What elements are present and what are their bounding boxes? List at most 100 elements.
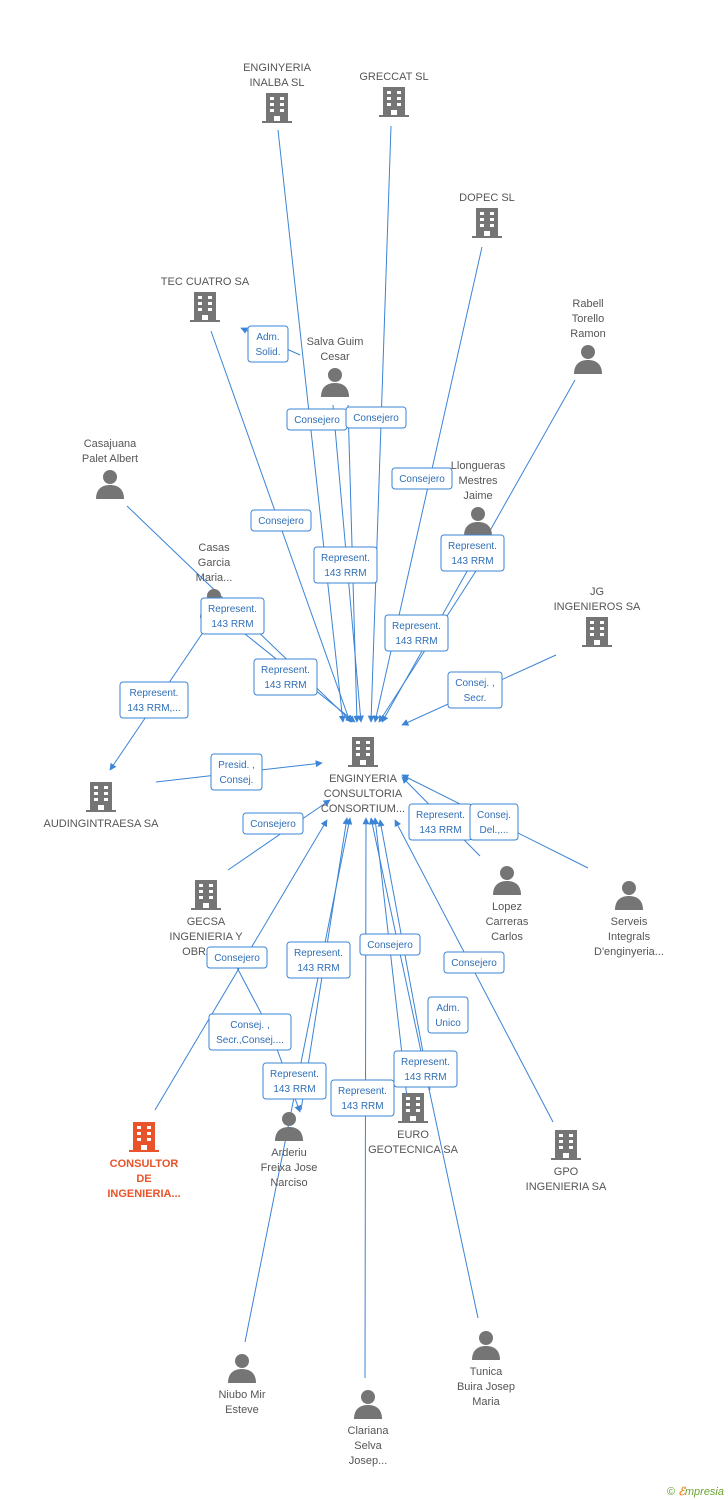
node-label-line: Tunica (470, 1366, 503, 1378)
node-serveis[interactable]: ServeisIntegralsD'enginyeria... (594, 881, 664, 958)
node-label-line: EURO (397, 1129, 429, 1141)
edge-label-box (250, 509, 312, 532)
building-icon (472, 208, 502, 238)
node-euro[interactable]: EURO GEOTECNICA SA (368, 1093, 459, 1156)
edge-label-text: Represent. (261, 665, 310, 676)
edge-label-text: Consej. (477, 810, 511, 821)
edge-label-adm-unico[interactable]: Adm.Unico (427, 996, 469, 1034)
node-label-line: INGENIERIA... (107, 1188, 180, 1200)
edge-label-represent-7[interactable]: Represent. 143 RRM (408, 803, 473, 841)
edge-label-consejero-3[interactable]: Consejero (391, 467, 453, 490)
node-tec-cuatro[interactable]: TEC CUATRO SA (161, 276, 250, 322)
node-label-line: AUDINGINTRAESA SA (44, 818, 160, 830)
edge-label-text: Consej. , (455, 678, 494, 689)
edge-label-text: Represent. (401, 1057, 450, 1068)
edge-label-represent-11[interactable]: Represent.143 RRM (330, 1079, 395, 1117)
edge-label-text: Consejero (353, 413, 399, 424)
node-clariana[interactable]: ClarianaSelvaJosep... (348, 1390, 390, 1467)
edge-label-represent-8[interactable]: Represent.143 RRM (286, 941, 351, 979)
edge-label-consejero-6[interactable]: Consejero (206, 946, 268, 969)
node-label-line: TEC CUATRO SA (161, 276, 250, 288)
node-label-line: Garcia (198, 557, 231, 569)
edge-label-consejero-1[interactable]: Consejero (286, 408, 348, 431)
edge-label-text: Adm. (256, 332, 279, 343)
node-label-line: Casajuana (84, 438, 137, 450)
edge-label-text: Secr. (464, 693, 487, 704)
node-label-line: INGENIEROS SA (554, 601, 641, 613)
edge-label-text: Represent. (208, 604, 257, 615)
node-label-line: Arderiu (271, 1147, 306, 1159)
edge-label-box (359, 933, 421, 956)
node-label-line: DE (136, 1173, 151, 1185)
edge-label-consejero-8[interactable]: Consejero (443, 951, 505, 974)
node-consultor[interactable]: CONSULTORDEINGENIERIA... (107, 1122, 181, 1200)
building-icon (129, 1122, 159, 1152)
edge-label-box (469, 803, 519, 841)
node-label-line: Carreras (486, 916, 529, 928)
edge-label-represent-1[interactable]: Represent.143 RRM (313, 546, 378, 584)
node-label-line: Jaime (463, 490, 492, 502)
edge-label-represent-3[interactable]: Represent.143 RRM (200, 597, 265, 635)
edge-label-consejero-2[interactable]: Consejero (345, 406, 407, 429)
edge-label-consej-secr-1[interactable]: Consej. , Secr. (447, 671, 503, 709)
node-label-line: INALBA SL (249, 77, 304, 89)
building-icon (398, 1093, 428, 1123)
node-label-line: GEOTECNICA SA (368, 1144, 459, 1156)
edge-label-consej-del[interactable]: Consej.Del.,... (469, 803, 519, 841)
node-audingintraesa[interactable]: AUDINGINTRAESA SA (44, 782, 160, 830)
edge-label-box (247, 325, 289, 363)
node-greccat[interactable]: GRECCAT SL (359, 71, 429, 117)
edge-label-text: Represent. (321, 553, 370, 564)
node-casas[interactable]: CasasGarciaMaria... (196, 542, 233, 618)
edge-label-text: 143 RRM (297, 963, 339, 974)
edge-label-text: Consejero (367, 940, 413, 951)
edge-label-presid-consej[interactable]: Presid. ,Consej. (210, 753, 263, 791)
node-label-line: Carlos (491, 931, 523, 943)
node-label-line: Rabell (572, 298, 603, 310)
edge-label-box (208, 1013, 292, 1051)
node-label-line: INGENIERIA SA (526, 1181, 607, 1193)
edge-label-text: 143 RRM (451, 556, 493, 567)
node-label-line: Buira Josep (457, 1381, 515, 1393)
edge-label-text: Secr.,Consej.... (216, 1035, 284, 1046)
person-icon (321, 368, 349, 397)
node-center[interactable]: ENGINYERIACONSULTORIACONSORTIUM... (321, 737, 405, 815)
node-label-line: Palet Albert (82, 453, 138, 465)
building-icon (86, 782, 116, 812)
edge-label-text: 143 RRM (419, 825, 461, 836)
person-icon (354, 1390, 382, 1419)
edge-label-represent-10[interactable]: Represent. 143 RRM (393, 1050, 458, 1088)
node-label-line: Serveis (611, 916, 648, 928)
edge-label-represent-6[interactable]: Represent.143 RRM,... (119, 681, 189, 719)
edge-label-adm-solid[interactable]: Adm.Solid. (247, 325, 289, 363)
edge-label-consejero-7[interactable]: Consejero (359, 933, 421, 956)
edge-label-represent-9[interactable]: Represent.143 RRM (262, 1062, 327, 1100)
node-label-line: Esteve (225, 1404, 259, 1416)
edge-label-represent-2[interactable]: Represent.143 RRM (440, 534, 505, 572)
edge-label-consejero-5[interactable]: Consejero (242, 812, 304, 835)
edge-label-represent-4[interactable]: Represent.143 RRM (384, 614, 449, 652)
edge-label-consejero-4[interactable]: Consejero (250, 509, 312, 532)
node-label-line: GECSA (187, 916, 226, 928)
edge-label-text: Consejero (451, 958, 497, 969)
empresia-logo[interactable]: ℰmpresia (678, 1486, 724, 1498)
node-dopec[interactable]: DOPEC SL (459, 192, 515, 238)
edge-label-text: Represent. (416, 810, 465, 821)
edge-label-text: 143 RRM (404, 1072, 446, 1083)
edge-label-consej-secr-2[interactable]: Consej. ,Secr.,Consej.... (208, 1013, 292, 1051)
edge-label-represent-5[interactable]: Represent.143 RRM (253, 658, 318, 696)
